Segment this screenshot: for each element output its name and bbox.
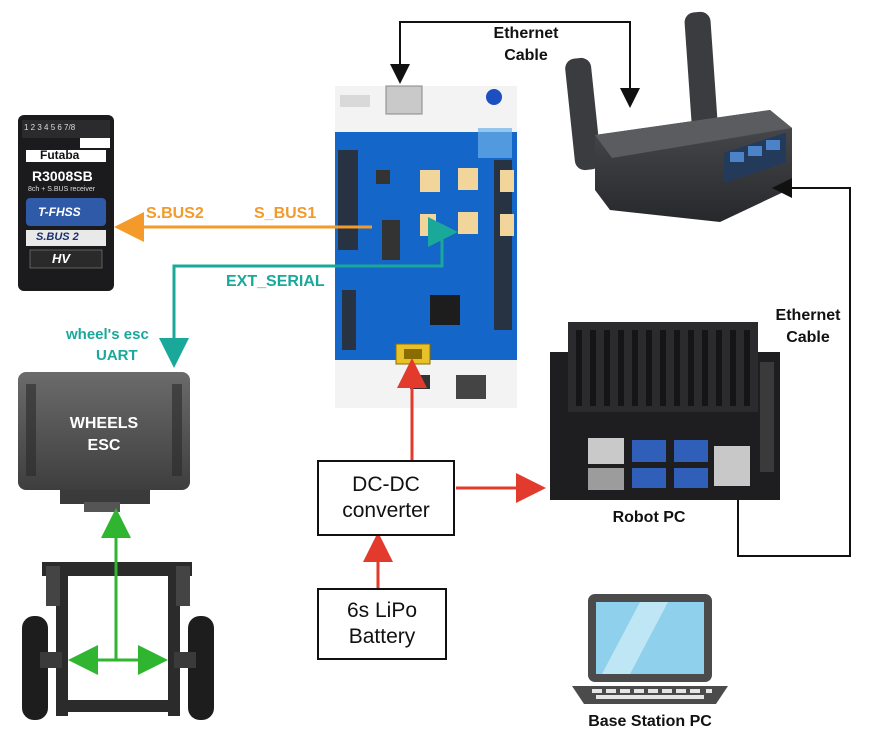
dcdc-line2: converter bbox=[342, 499, 430, 522]
robot-chassis bbox=[22, 562, 214, 720]
receiver-model: R3008SB bbox=[32, 168, 93, 184]
uart-label-line2: UART bbox=[96, 347, 138, 364]
uart-label-line1: wheel's esc bbox=[66, 326, 149, 343]
ext-serial-arrow bbox=[172, 217, 458, 352]
battery-line1: 6s LiPo bbox=[346, 598, 418, 622]
receiver-sbus: S.BUS 2 bbox=[36, 231, 79, 243]
ext-serial-label: EXT_SERIAL bbox=[226, 273, 325, 290]
sbus2-label: S.BUS2 bbox=[146, 205, 204, 222]
ethernet-label-top-line1: Ethernet bbox=[493, 25, 559, 42]
receiver-brand: Futaba bbox=[40, 148, 80, 162]
receiver-fhss: T-FHSS bbox=[38, 205, 81, 219]
dcdc-converter-box: DC-DC converter bbox=[317, 460, 455, 536]
ethernet-label-top-line2: Cable bbox=[504, 47, 548, 64]
ethernet-router-pc-line bbox=[737, 178, 851, 557]
ethernet-label-right-line1: Ethernet bbox=[775, 307, 841, 324]
esc-label-line2: ESC bbox=[87, 437, 121, 454]
receiver-channels: 1 2 3 4 5 6 7/8 bbox=[24, 123, 76, 132]
esc-label-line1: WHEELS bbox=[69, 415, 139, 432]
futaba-receiver bbox=[18, 115, 114, 291]
wheels-esc-device bbox=[18, 372, 190, 512]
sbus1-label: S_BUS1 bbox=[254, 205, 317, 222]
lipo-battery-box: 6s LiPo Battery bbox=[317, 588, 447, 660]
receiver-sub: 8ch + S.BUS receiver bbox=[28, 186, 96, 193]
robot-pc-label: Robot PC bbox=[612, 509, 686, 526]
receiver-hv: HV bbox=[52, 251, 71, 266]
laptop-icon bbox=[572, 594, 728, 704]
robot-pc-board bbox=[550, 322, 780, 500]
flight-controller-board bbox=[335, 85, 517, 408]
ethernet-label-right-line2: Cable bbox=[786, 329, 830, 346]
base-station-label: Base Station PC bbox=[588, 713, 712, 730]
battery-line2: Battery bbox=[348, 625, 416, 648]
dcdc-line1: DC-DC bbox=[352, 472, 420, 496]
ethernet-router bbox=[565, 11, 792, 222]
